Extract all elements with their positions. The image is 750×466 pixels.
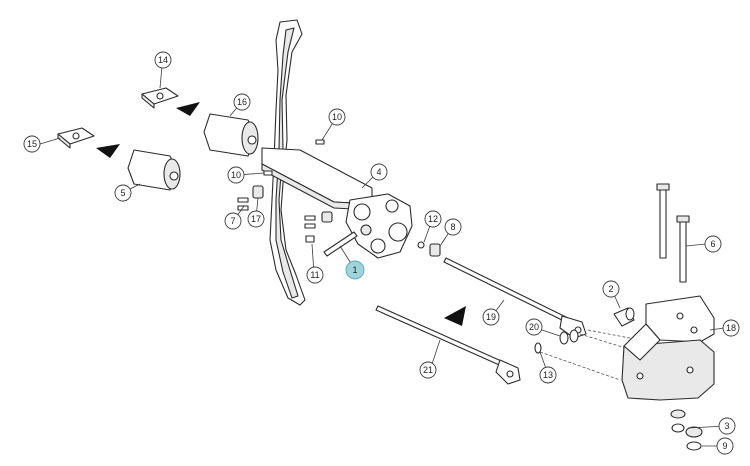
main-frame: [269, 19, 306, 306]
svg-text:5: 5: [120, 188, 125, 198]
svg-text:4: 4: [376, 167, 381, 177]
callout-21: 21: [419, 361, 437, 379]
callout-13: 13: [539, 366, 557, 384]
callout-5: 5: [114, 184, 132, 202]
bracket-18: [621, 295, 715, 401]
callout-12: 12: [424, 210, 442, 228]
callout-14: 14: [154, 51, 172, 69]
arrow-toward-rod-21: [444, 306, 466, 326]
svg-text:18: 18: [726, 323, 736, 333]
callout-16: 16: [233, 93, 251, 111]
rod-19: [443, 257, 587, 339]
svg-text:6: 6: [710, 239, 715, 249]
spacer-2: [613, 307, 635, 327]
arrow-toward-cylinder-16: [176, 102, 200, 116]
svg-text:14: 14: [158, 55, 168, 65]
pivot-bracket: [345, 193, 413, 259]
callout-7: 7: [224, 212, 242, 230]
callout-1: 1: [345, 260, 365, 280]
callout-6: 6: [704, 235, 722, 253]
callout-18: 18: [722, 319, 740, 337]
cylinder-5: [127, 149, 181, 191]
pad-15: [57, 127, 95, 149]
svg-text:3: 3: [724, 421, 729, 431]
callout-10-top: 10: [328, 108, 346, 126]
svg-text:9: 9: [722, 441, 727, 451]
direction-arrows: [96, 102, 466, 326]
callout-20: 20: [525, 318, 543, 336]
svg-text:11: 11: [310, 270, 319, 280]
nuts: [670, 409, 703, 451]
svg-text:8: 8: [450, 222, 455, 232]
svg-text:7: 7: [230, 216, 235, 226]
svg-text:12: 12: [428, 214, 438, 224]
svg-text:19: 19: [486, 312, 496, 322]
svg-text:10: 10: [231, 170, 241, 180]
callout-17: 17: [247, 210, 265, 228]
bolts-6: [656, 183, 690, 283]
arrow-toward-cylinder-5: [96, 144, 120, 158]
svg-text:1: 1: [352, 265, 357, 275]
pin: [323, 231, 358, 257]
callout-2: 2: [602, 280, 620, 298]
rod-21: [375, 305, 521, 385]
callout-8: 8: [444, 218, 462, 236]
svg-text:15: 15: [27, 139, 37, 149]
callout-11: 11: [306, 266, 324, 284]
bushings: [534, 329, 641, 381]
frame-hardware: [237, 139, 441, 257]
svg-text:13: 13: [543, 370, 553, 380]
svg-text:16: 16: [237, 97, 247, 107]
callout-3: 3: [718, 417, 736, 435]
svg-text:10: 10: [332, 112, 342, 122]
svg-text:21: 21: [423, 365, 433, 375]
callouts: 1 2 3 4 5 6 7 8 9 10 10 11 12 13 14 15 1…: [23, 51, 740, 455]
callout-19: 19: [482, 308, 500, 326]
callout-15: 15: [23, 135, 41, 153]
callout-9: 9: [716, 437, 734, 455]
callout-10-left: 10: [227, 166, 245, 184]
cylinder-16: [203, 113, 259, 157]
pad-14: [141, 87, 179, 109]
svg-text:20: 20: [529, 322, 539, 332]
callout-4: 4: [370, 163, 388, 181]
svg-text:17: 17: [251, 214, 261, 224]
svg-text:2: 2: [608, 284, 613, 294]
